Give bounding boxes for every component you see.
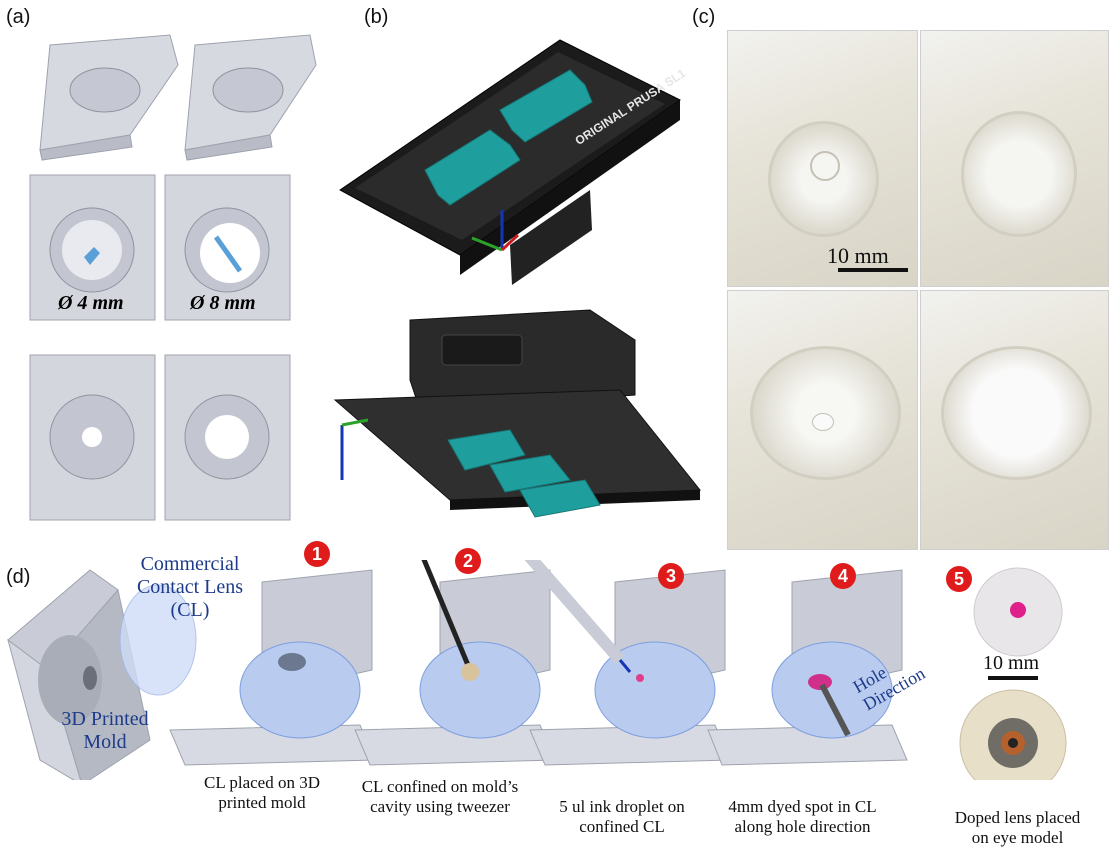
step-4-caption: 4mm dyed spot in CL along hole direction bbox=[705, 797, 900, 837]
step-3-badge: 3 bbox=[658, 563, 684, 589]
panel-c-label: (c) bbox=[692, 6, 716, 28]
step-5-caption-line1: Doped lens placed bbox=[954, 808, 1081, 827]
hole-direction-arrow-icon bbox=[819, 683, 851, 737]
scale-bar-c-label: 10 mm bbox=[827, 243, 889, 268]
tweezer-icon bbox=[421, 560, 473, 671]
lens-label: Commercial Contact Lens (CL) bbox=[120, 553, 260, 622]
step4-mold bbox=[707, 569, 908, 766]
mold-label-line2: Mold bbox=[83, 731, 127, 753]
step-3-caption: 5 ul ink droplet on confined CL bbox=[532, 797, 712, 837]
lens-label-line2: Contact Lens bbox=[136, 576, 244, 598]
step2-mold bbox=[354, 560, 556, 766]
photo-mold-large-top bbox=[920, 30, 1109, 287]
step-1-caption-line2: printed mold bbox=[218, 793, 306, 812]
dim-small-label: Ø 4 mm bbox=[58, 292, 124, 314]
panel-a-mold-renders bbox=[29, 34, 317, 521]
mold-label-line1: 3D Printed bbox=[61, 708, 149, 730]
step-1-caption: CL placed on 3D printed mold bbox=[172, 773, 352, 813]
step-2-caption: CL confined on mold’s cavity using tweez… bbox=[340, 777, 540, 817]
mold-iso-left bbox=[39, 34, 179, 161]
arrow-large-icon bbox=[213, 235, 243, 273]
scale-bar-d-label: 10 mm bbox=[983, 652, 1040, 674]
scale-bar-c bbox=[838, 268, 908, 272]
panel-a-label: (a) bbox=[6, 6, 31, 28]
panel-d-label: (d) bbox=[6, 566, 31, 588]
panel-d-illustrations bbox=[7, 560, 1067, 780]
pipette-icon bbox=[524, 560, 625, 664]
step-5-caption: Doped lens placed on eye model bbox=[935, 808, 1100, 848]
step-4-caption-line2: along hole direction bbox=[734, 817, 871, 836]
step3-mold bbox=[524, 560, 731, 766]
build-plate-top bbox=[339, 39, 681, 285]
step-2-badge: 2 bbox=[455, 548, 481, 574]
printer-inverted bbox=[333, 309, 702, 518]
panel-b-label: (b) bbox=[364, 6, 389, 28]
step-4-badge: 4 bbox=[830, 563, 856, 589]
mold-iso-right bbox=[184, 34, 317, 161]
mold-top-large bbox=[164, 174, 291, 321]
photo-mold-small-bottom bbox=[727, 290, 918, 550]
step-1-badge: 1 bbox=[304, 541, 330, 567]
lens-label-line1: Commercial bbox=[140, 553, 240, 575]
mold-label: 3D Printed Mold bbox=[40, 708, 170, 754]
scale-bar-d bbox=[988, 676, 1038, 680]
step1-mold bbox=[169, 569, 376, 766]
mold-bottom-large bbox=[164, 354, 291, 521]
step-5-caption-line2: on eye model bbox=[971, 828, 1064, 847]
step-3-caption-line2: confined CL bbox=[579, 817, 665, 836]
photo-mold-small-top bbox=[727, 30, 918, 287]
printed-part-2 bbox=[499, 69, 593, 143]
panel-b-printer-renders bbox=[333, 39, 702, 518]
step-1-caption-line1: CL placed on 3D bbox=[204, 773, 320, 792]
step-2-caption-line2: cavity using tweezer bbox=[370, 797, 510, 816]
dim-large-label: Ø 8 mm bbox=[190, 292, 256, 314]
arrow-small-icon bbox=[84, 247, 100, 265]
mold-bottom-small bbox=[29, 354, 156, 521]
contact-lens-illustration bbox=[119, 584, 197, 696]
step-5-badge: 5 bbox=[946, 566, 972, 592]
step-2-caption-line1: CL confined on mold’s bbox=[361, 777, 519, 796]
mold-top-small bbox=[29, 174, 156, 321]
eye-model-photo bbox=[959, 689, 1067, 780]
step-3-caption-line1: 5 ul ink droplet on bbox=[559, 797, 685, 816]
step-4-caption-line1: 4mm dyed spot in CL bbox=[728, 797, 877, 816]
photo-mold-large-bottom bbox=[920, 290, 1109, 550]
lens-label-line3: (CL) bbox=[170, 599, 210, 621]
printed-part-1 bbox=[424, 129, 521, 206]
